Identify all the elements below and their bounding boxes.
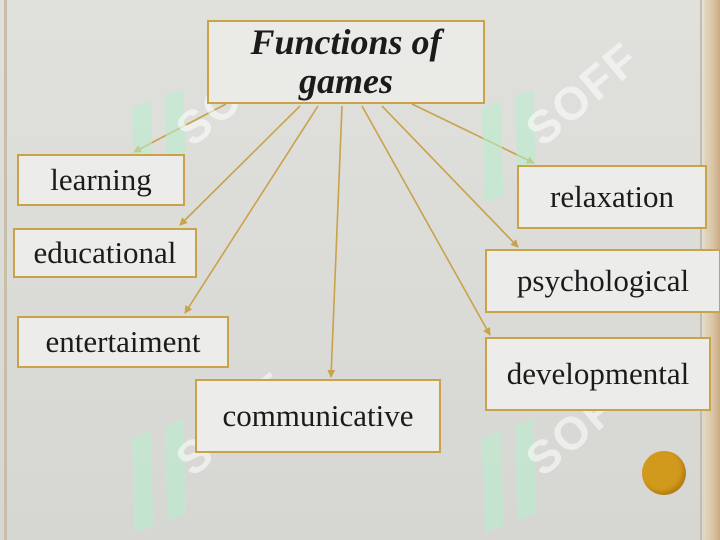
node-educational: educational [13,228,197,278]
diagram-title-line-2: games [299,61,393,101]
arrow-to-educational [179,105,301,226]
node-relaxation: relaxation [517,165,707,229]
diagram-title-line-1: Functions of [250,22,442,62]
arrow-to-entertainment [184,105,319,314]
arrow-to-developmental [361,105,491,336]
node-psychological: psychological [485,249,720,313]
arrow-to-relaxation [411,103,535,164]
left-frame-line [4,0,7,540]
node-learning-label: learning [50,162,152,197]
node-communicative-label: communicative [222,398,414,433]
node-entertainment-label: entertaiment [45,324,201,359]
node-developmental: developmental [485,337,711,411]
node-communicative: communicative [195,379,441,453]
node-educational-label: educational [33,235,177,270]
node-entertainment: entertaiment [17,316,229,368]
diagram-title-box: Functions of games [207,20,485,104]
arrow-to-learning [133,103,227,153]
arrow-to-psychological [381,105,519,248]
arrow-to-communicative [327,105,343,378]
node-psychological-label: psychological [516,263,690,298]
accent-dot [642,451,686,495]
node-learning: learning [17,154,185,206]
node-relaxation-label: relaxation [550,179,674,214]
node-developmental-label: developmental [506,356,690,391]
